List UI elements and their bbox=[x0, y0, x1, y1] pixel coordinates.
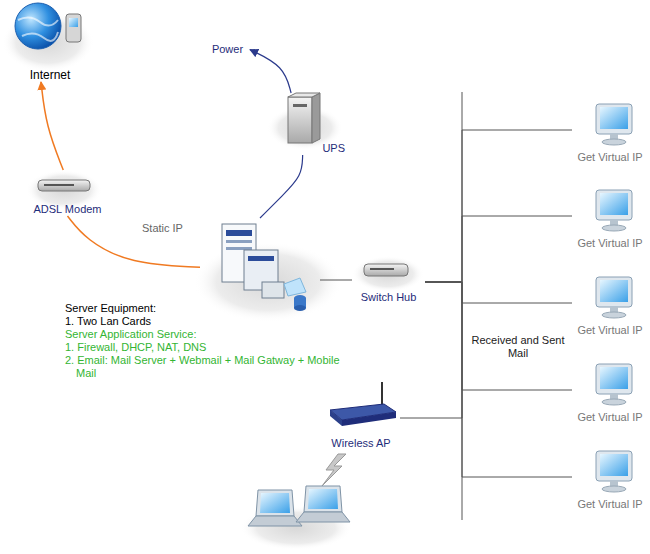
node-text-group: Get Virtual IP bbox=[577, 411, 642, 424]
power-node: Power bbox=[205, 40, 250, 56]
spec-line: 1. Firewall, DHCP, NAT, DNS bbox=[65, 341, 355, 354]
node-text-group: Get Virtual IP bbox=[577, 151, 642, 164]
node-label: UPS bbox=[322, 142, 345, 155]
node-label: Switch Hub bbox=[361, 291, 417, 304]
network-link bbox=[425, 216, 572, 282]
spec-line: 1. Two Lan Cards bbox=[65, 315, 355, 328]
spec-line: 2. Email: Mail Server + Webmail + Mail G… bbox=[65, 354, 355, 380]
node-text-group: Get Virtual IP bbox=[577, 498, 642, 511]
client-pc-node: Get Virtual IP bbox=[572, 447, 648, 511]
node-text-group: UPS bbox=[322, 142, 345, 155]
node-label: Get Virtual IP bbox=[577, 411, 642, 424]
node-label: Get Virtual IP bbox=[577, 237, 642, 250]
ups-node: UPS bbox=[268, 93, 345, 155]
network-link bbox=[260, 155, 303, 218]
client-pc-node: Get Virtual IP bbox=[572, 186, 648, 250]
network-link bbox=[425, 130, 572, 282]
internet-node: Internet bbox=[5, 2, 95, 82]
network-link bbox=[425, 282, 572, 390]
node-text-group: Wireless AP bbox=[331, 437, 390, 450]
node-text-group: Server Equipment:1. Two Lan CardsServer … bbox=[65, 302, 355, 380]
node-text-group: Power bbox=[212, 43, 243, 56]
network-link bbox=[68, 216, 201, 267]
network-link bbox=[425, 282, 572, 477]
link-label: Static IP bbox=[140, 222, 185, 235]
spec-line: Server Equipment: bbox=[65, 302, 355, 315]
network-link bbox=[425, 282, 572, 303]
client-pc-node: Get Virtual IP bbox=[572, 100, 648, 164]
network-link bbox=[41, 82, 63, 170]
network-link bbox=[250, 50, 291, 93]
client-pc-node: Get Virtual IP bbox=[572, 360, 648, 424]
node-text-group: Internet bbox=[30, 69, 71, 82]
client-pc-node: Get Virtual IP bbox=[572, 273, 648, 337]
node-text-group: ADSL Modem bbox=[33, 203, 101, 216]
node-text-group: Switch Hub bbox=[361, 291, 417, 304]
server-node: Server Equipment:1. Two Lan CardsServer … bbox=[200, 218, 320, 300]
wireless-ap-node: Wireless AP bbox=[322, 378, 400, 450]
node-label: ADSL Modem bbox=[33, 203, 101, 216]
node-label: Wireless AP bbox=[331, 437, 390, 450]
node-label: Internet bbox=[30, 69, 71, 82]
node-text-group: Get Virtual IP bbox=[577, 324, 642, 337]
mail-flow-note: Received and Sent Mail bbox=[470, 334, 566, 360]
node-label: Get Virtual IP bbox=[577, 324, 642, 337]
network-link bbox=[320, 280, 352, 281]
node-label: Power bbox=[212, 43, 243, 56]
switch-hub-node: Switch Hub bbox=[352, 258, 425, 304]
modem-node: ADSL Modem bbox=[25, 170, 110, 216]
node-text-group: Get Virtual IP bbox=[577, 237, 642, 250]
spec-line: Server Application Service: bbox=[65, 328, 355, 341]
node-label: Get Virtual IP bbox=[577, 498, 642, 511]
node-label: Get Virtual IP bbox=[577, 151, 642, 164]
